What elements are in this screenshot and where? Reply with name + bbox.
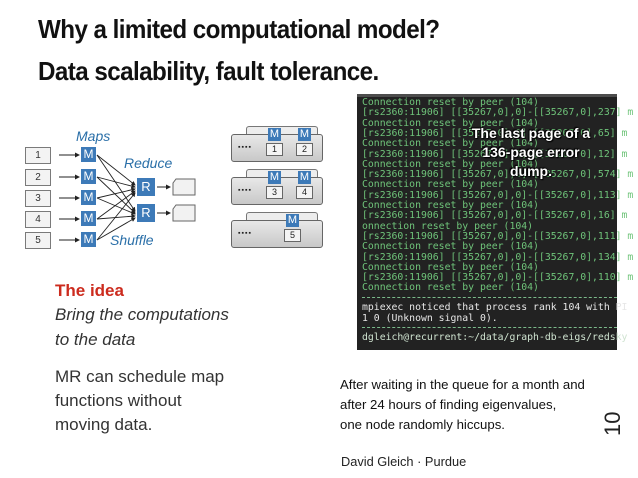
terminal-line: onnection reset by peer (104) bbox=[362, 220, 534, 232]
terminal-line: Connection reset by peer (104) bbox=[362, 117, 539, 129]
node-indicator-lights: ▪▪▪▪ bbox=[238, 144, 252, 151]
idea-body-line-2: to the data bbox=[55, 330, 136, 349]
idea-body-line-1: Bring the computations bbox=[55, 305, 229, 324]
shuffle-label: Shuffle bbox=[110, 232, 154, 248]
map-task-4: M bbox=[81, 211, 96, 226]
node-map-task: M bbox=[268, 128, 281, 141]
terminal-line: [rs2360:11906] [[35267,0],0]-[[35267,0],… bbox=[362, 210, 628, 222]
node-map-task: M bbox=[268, 171, 281, 184]
node-map-task: M bbox=[286, 214, 299, 227]
map-task-2: M bbox=[81, 169, 96, 184]
terminal-line: [rs2360:11906] [[35267,0],0]-[[35267,0],… bbox=[362, 127, 628, 139]
failure-line-3: one node randomly hiccups. bbox=[340, 417, 505, 432]
mr-line-2: functions without bbox=[55, 391, 182, 410]
terminal-line: Connection reset by peer (104) bbox=[362, 158, 539, 170]
terminal-line: Connection reset by peer (104) bbox=[362, 261, 539, 273]
node-map-task: M bbox=[298, 171, 311, 184]
node-indicator-lights: ▪▪▪▪ bbox=[238, 187, 252, 194]
mr-line-1: MR can schedule map bbox=[55, 367, 225, 386]
page-number: 10 bbox=[600, 411, 625, 436]
map-task-1: M bbox=[81, 147, 96, 162]
input-split-1: 1 bbox=[25, 147, 51, 164]
node-split-id: 2 bbox=[296, 143, 313, 156]
input-split-4: 4 bbox=[25, 211, 51, 228]
title-line-2: Data scalability, fault tolerance. bbox=[38, 56, 379, 86]
mr-line-3: moving data. bbox=[55, 415, 153, 434]
terminal-mpi-line: mpiexec noticed that process rank 104 wi… bbox=[362, 302, 628, 313]
node-split-id: 1 bbox=[266, 143, 283, 156]
author-footer: David Gleich · Purdue bbox=[341, 454, 467, 469]
terminal-line: [rs2360:11906] [[35267,0],0]-[[35267,0],… bbox=[362, 148, 628, 160]
failure-line-2: after 24 hours of finding eigenvalues, bbox=[340, 397, 557, 412]
node-split-id: 4 bbox=[296, 186, 313, 199]
title-line-1: Why a limited computational model? bbox=[38, 14, 440, 44]
terminal-caption: The last page of a 136-page error dump. bbox=[471, 125, 591, 179]
reduce-task-2: R bbox=[137, 204, 155, 222]
slide-title: Why a limited computational model? Data … bbox=[38, 8, 559, 92]
terminal-line: Connection reset by peer (104) bbox=[362, 200, 539, 211]
output-document-1 bbox=[172, 178, 196, 196]
terminal-line: [rs2360:11906] [[35267,0],0]-[[35267,0],… bbox=[362, 189, 634, 201]
terminal-divider bbox=[362, 327, 617, 328]
terminal-prompt: dgleich@recurrent:~/data/graph-db-eigs/r… bbox=[362, 332, 628, 343]
maps-label: Maps bbox=[76, 128, 111, 144]
terminal-line: [rs2360:11906] [[35267,0],0]-[[35267,0],… bbox=[362, 107, 634, 119]
idea-body: Bring the computations to the data bbox=[55, 302, 229, 352]
terminal-line: Connection reset by peer (104) bbox=[362, 97, 539, 108]
terminal-divider bbox=[362, 297, 617, 298]
cluster-node-3: ▪▪▪▪ M 5 bbox=[226, 212, 326, 252]
input-split-2: 2 bbox=[25, 169, 51, 186]
terminal-line: [rs2360:11906] [[35267,0],0]-[[35267,0],… bbox=[362, 230, 634, 242]
input-split-5: 5 bbox=[25, 232, 51, 249]
node-split-id: 5 bbox=[284, 229, 301, 242]
input-split-3: 3 bbox=[25, 190, 51, 207]
failure-line-1: After waiting in the queue for a month a… bbox=[340, 377, 585, 392]
reduce-task-1: R bbox=[137, 178, 155, 196]
shuffle-arrows bbox=[59, 152, 171, 243]
map-task-3: M bbox=[81, 190, 96, 205]
terminal-line: Connection reset by peer (104) bbox=[362, 179, 539, 191]
terminal-top-bar bbox=[357, 94, 617, 97]
mapreduce-diagram: Maps Reduce Shuffle 1 2 3 4 5 M M M M M … bbox=[20, 110, 330, 260]
terminal-line: Connection reset by peer (104) bbox=[362, 138, 539, 150]
cluster-node-1: ▪▪▪▪ M M 1 2 bbox=[226, 126, 326, 166]
node-indicator-lights: ▪▪▪▪ bbox=[238, 230, 252, 237]
cluster-node-2: ▪▪▪▪ M M 3 4 bbox=[226, 169, 326, 209]
mr-scheduling-text: MR can schedule map functions without mo… bbox=[55, 365, 224, 437]
terminal-error-dump: Connection reset by peer (104) [rs2360:1… bbox=[357, 94, 633, 350]
terminal-line: [rs2360:11906] [[35267,0],0]-[[35267,0],… bbox=[362, 251, 634, 263]
node-split-id: 3 bbox=[266, 186, 283, 199]
map-task-5: M bbox=[81, 232, 96, 247]
terminal-mpi-line: 1 0 (Unknown signal 0). bbox=[362, 312, 498, 324]
node-map-task: M bbox=[298, 128, 311, 141]
terminal-line: [rs2360:11906] [[35267,0],0]-[[35267,0],… bbox=[362, 169, 634, 181]
failure-description: After waiting in the queue for a month a… bbox=[340, 375, 585, 435]
output-document-2 bbox=[172, 204, 196, 222]
terminal-line: Connection reset by peer (104) bbox=[362, 241, 539, 253]
terminal-line: Connection reset by peer (104) bbox=[362, 282, 539, 294]
terminal-line: [rs2360:11906] [[35267,0],0]-[[35267,0],… bbox=[362, 272, 634, 284]
idea-heading: The idea bbox=[55, 281, 124, 300]
reduce-label: Reduce bbox=[124, 155, 173, 171]
